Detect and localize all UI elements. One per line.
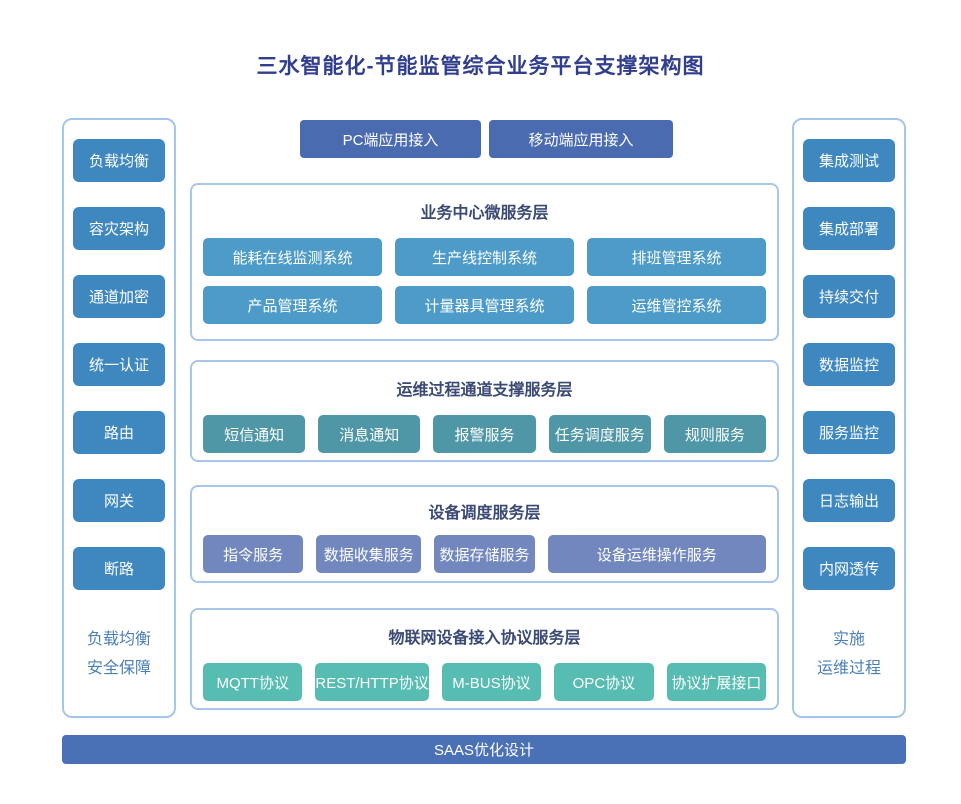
layer-box: 设备运维操作服务 (547, 535, 766, 573)
right-panel-item: 集成部署 (803, 207, 895, 250)
layer-title: 运维过程通道支撑服务层 (396, 382, 573, 399)
layer-box: 排班管理系统 (587, 238, 766, 276)
layer-box: OPC协议 (554, 663, 654, 701)
layer-box: 短信通知 (203, 415, 306, 453)
layer-iot-protocol: 物联网设备接入协议服务层 MQTT协议 REST/HTTP协议 M-BUS协议 … (190, 608, 779, 710)
right-panel-item: 数据监控 (803, 343, 895, 386)
layer-box: 任务调度服务 (548, 415, 651, 453)
left-panel-item: 网关 (73, 479, 165, 522)
layer-box: 指令服务 (203, 535, 304, 573)
right-panel-item: 日志输出 (803, 479, 895, 522)
left-panel-item: 断路 (73, 547, 165, 590)
layer-title: 物联网设备接入协议服务层 (388, 630, 581, 647)
layer-box: 规则服务 (663, 415, 767, 453)
layer-title: 设备调度服务层 (428, 505, 541, 522)
layer-device-dispatch: 设备调度服务层 指令服务 数据收集服务 数据存储服务 设备运维操作服务 (190, 485, 779, 583)
left-panel-caption: 负载均衡 安全保障 (64, 625, 174, 683)
left-panel-item: 负载均衡 (73, 139, 165, 182)
layer-box: REST/HTTP协议 (315, 663, 429, 701)
left-panel: 负载均衡 容灾架构 通道加密 统一认证 路由 网关 断路 负载均衡 安全保障 (62, 118, 176, 718)
mobile-access-button: 移动端应用接入 (489, 120, 673, 158)
page-title: 三水智能化-节能监管综合业务平台支撑架构图 (256, 55, 705, 78)
left-panel-item: 统一认证 (73, 343, 165, 386)
right-panel-caption: 实施 运维过程 (794, 625, 904, 683)
layer-business-center-microservice: 业务中心微服务层 能耗在线监测系统 生产线控制系统 排班管理系统 产品管理系统 … (190, 183, 779, 341)
left-panel-item: 路由 (73, 411, 165, 454)
layer-box: 消息通知 (318, 415, 421, 453)
right-panel-caption-line: 运维过程 (816, 660, 881, 677)
layer-box: 数据存储服务 (434, 535, 535, 573)
layer-box: 生产线控制系统 (395, 238, 574, 276)
left-panel-caption-line: 安全保障 (86, 660, 151, 677)
layer-title: 业务中心微服务层 (420, 205, 549, 222)
right-panel-caption-line: 实施 (832, 631, 865, 648)
layer-box: 报警服务 (433, 415, 536, 453)
layer-box: 产品管理系统 (203, 286, 382, 324)
right-panel-item: 内网透传 (803, 547, 895, 590)
saas-optimization-bar: SAAS优化设计 (62, 735, 906, 764)
layer-box: M-BUS协议 (441, 663, 542, 701)
layer-box: MQTT协议 (203, 663, 303, 701)
right-panel: 集成测试 集成部署 持续交付 数据监控 服务监控 日志输出 内网透传 实施 运维… (792, 118, 906, 718)
right-panel-item: 服务监控 (803, 411, 895, 454)
layer-box: 协议扩展接口 (666, 663, 767, 701)
layer-ops-channel-support: 运维过程通道支撑服务层 短信通知 消息通知 报警服务 任务调度服务 规则服务 (190, 360, 779, 462)
right-panel-item: 持续交付 (803, 275, 895, 318)
left-panel-caption-line: 负载均衡 (86, 631, 151, 648)
pc-access-button: PC端应用接入 (300, 120, 481, 158)
layer-box: 运维管控系统 (587, 286, 766, 324)
layer-box: 计量器具管理系统 (395, 286, 574, 324)
layer-box: 能耗在线监测系统 (203, 238, 382, 276)
left-panel-item: 容灾架构 (73, 207, 165, 250)
right-panel-item: 集成测试 (803, 139, 895, 182)
left-panel-item: 通道加密 (73, 275, 165, 318)
layer-box: 数据收集服务 (316, 535, 422, 573)
